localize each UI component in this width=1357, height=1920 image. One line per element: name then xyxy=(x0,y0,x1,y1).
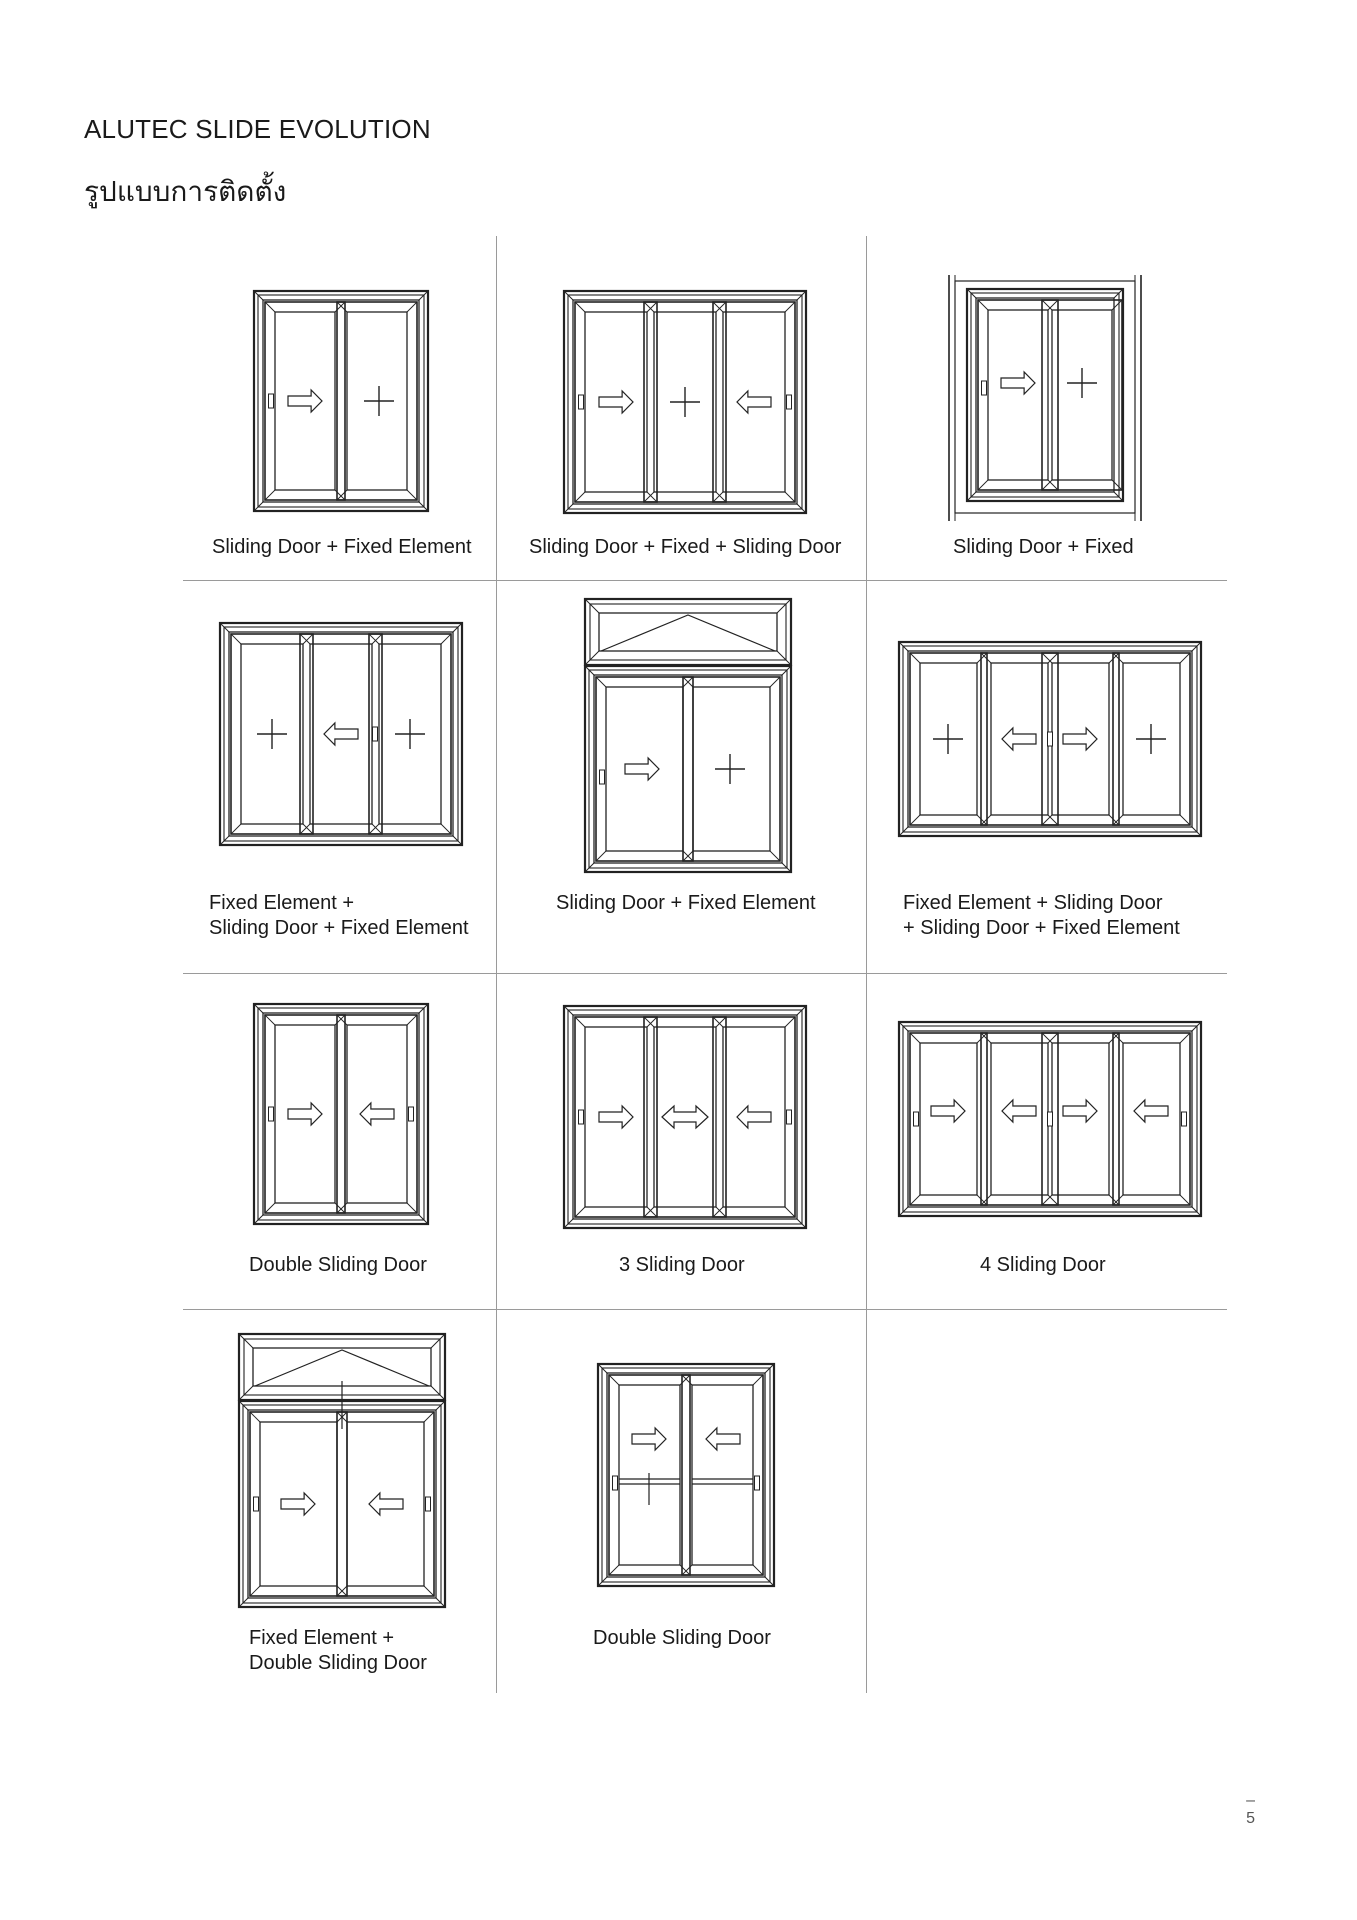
drawing-9 xyxy=(897,1020,1203,1218)
drawing-2 xyxy=(562,289,808,515)
drawing-8 xyxy=(562,1004,808,1230)
caption-2: Sliding Door + Fixed + Sliding Door xyxy=(529,536,842,558)
grid-divider xyxy=(183,580,1227,581)
grid-divider xyxy=(183,973,1227,974)
page-subtitle: รูปแบบการติดตั้ง xyxy=(84,175,287,208)
drawing-1 xyxy=(252,289,430,513)
grid-divider xyxy=(496,236,497,1693)
drawing-3 xyxy=(947,275,1143,521)
drawing-6 xyxy=(897,640,1203,838)
drawing-5 xyxy=(583,597,793,874)
caption-7: Double Sliding Door xyxy=(249,1254,427,1276)
caption-4: Fixed Element + Sliding Door + Fixed Ele… xyxy=(209,892,469,939)
page-title: ALUTEC SLIDE EVOLUTION xyxy=(84,114,431,144)
caption-10: Fixed Element + Double Sliding Door xyxy=(249,1627,427,1674)
caption-1: Sliding Door + Fixed Element xyxy=(212,536,472,558)
caption-8: 3 Sliding Door xyxy=(619,1254,745,1276)
page-number: – 5 xyxy=(1246,1792,1255,1827)
caption-3: Sliding Door + Fixed xyxy=(953,536,1134,558)
drawing-10 xyxy=(237,1332,447,1609)
drawing-4 xyxy=(218,621,464,847)
caption-9: 4 Sliding Door xyxy=(980,1254,1106,1276)
grid-divider xyxy=(183,1309,1227,1310)
drawing-7 xyxy=(252,1002,430,1226)
caption-5: Sliding Door + Fixed Element xyxy=(556,892,816,914)
drawing-11 xyxy=(596,1362,776,1588)
caption-6: Fixed Element + Sliding Door + Sliding D… xyxy=(903,892,1180,939)
caption-11: Double Sliding Door xyxy=(593,1627,771,1649)
grid-divider xyxy=(866,236,867,1693)
